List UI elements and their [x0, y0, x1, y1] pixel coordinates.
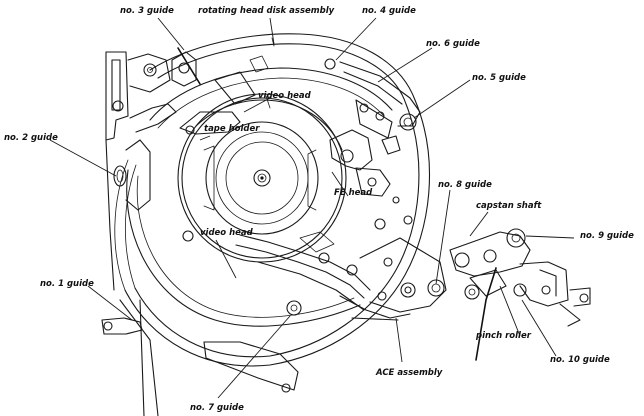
label-no2-guide: no. 2 guide — [4, 133, 58, 143]
no2-guide-post — [113, 139, 151, 211]
label-no5-guide: no. 5 guide — [472, 73, 526, 83]
tape-wrap-inner — [149, 67, 393, 121]
label-no3-guide: no. 3 guide — [120, 6, 174, 16]
no7-guide-lever — [203, 300, 302, 393]
label-no1-guide: no. 1 guide — [40, 279, 94, 289]
label-rotating-head-disk: rotating head disk assembly — [198, 6, 335, 16]
leader-lines — [49, 17, 575, 399]
fe-head — [329, 129, 413, 230]
label-no10-guide: no. 10 guide — [550, 355, 610, 365]
label-video-head-bottom: video head — [200, 228, 254, 238]
diagram-labels: no. 3 guide rotating head disk assembly … — [4, 6, 634, 413]
tape-holder — [179, 55, 269, 135]
no1-guide — [101, 299, 159, 416]
label-no7-guide: no. 7 guide — [190, 403, 244, 413]
no3-guide-post — [171, 47, 201, 87]
capstan-assembly — [449, 228, 591, 361]
label-no6-guide: no. 6 guide — [426, 39, 480, 49]
tape-path-outer — [126, 169, 361, 327]
chassis-outline — [114, 33, 430, 367]
loading-arm — [182, 230, 371, 311]
upper-right-guides — [324, 58, 421, 139]
label-video-head-top: video head — [258, 91, 312, 101]
left-frame — [105, 51, 177, 291]
label-no9-guide: no. 9 guide — [580, 231, 634, 241]
label-tape-holder: tape holder — [204, 124, 260, 134]
label-ace-assembly: ACE assembly — [375, 368, 443, 378]
label-fe-head: FE head — [334, 188, 373, 198]
label-capstan-shaft: capstan shaft — [476, 201, 542, 211]
label-no8-guide: no. 8 guide — [438, 180, 492, 190]
rotating-head-disk — [177, 93, 347, 263]
label-pinch-roller: pinch roller — [475, 331, 532, 341]
label-no4-guide: no. 4 guide — [362, 6, 416, 16]
ace-assembly — [339, 237, 447, 321]
